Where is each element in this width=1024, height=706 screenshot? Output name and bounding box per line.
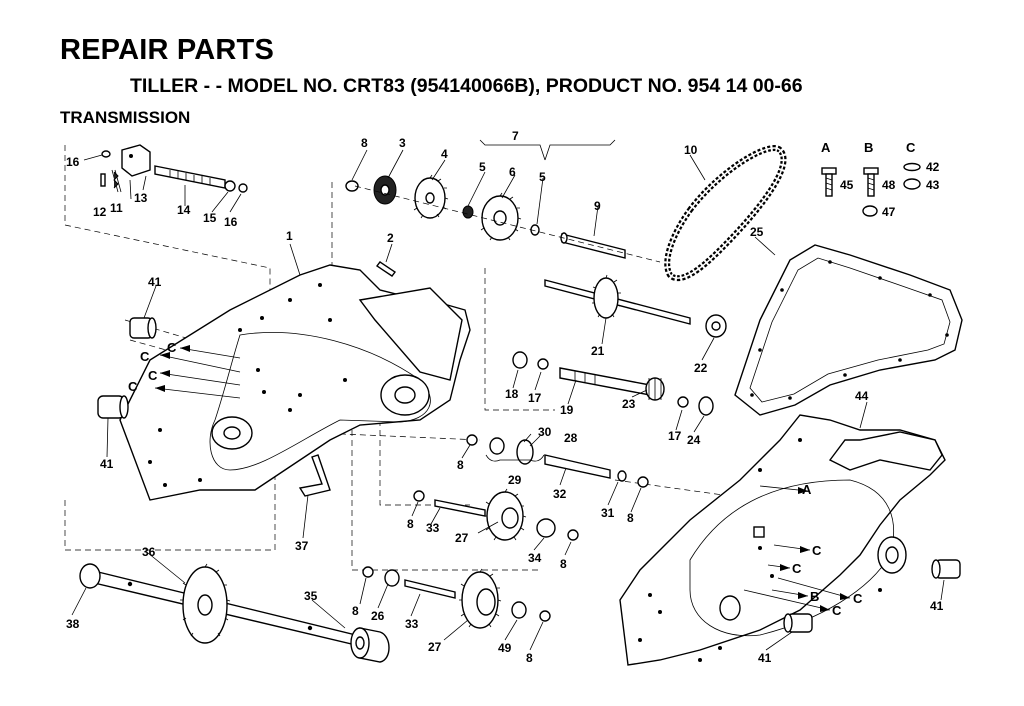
- shift-lever: [298, 454, 331, 497]
- callout-43: 43: [926, 178, 940, 192]
- callout-42: 42: [926, 160, 940, 174]
- callout-6: 6: [509, 165, 516, 179]
- callout-27b: 27: [428, 640, 442, 654]
- callout-12: 12: [93, 205, 107, 219]
- section-title: TRANSMISSION: [60, 108, 191, 127]
- callout-38: 38: [66, 617, 80, 631]
- callout-49: 49: [498, 641, 512, 655]
- callout-21: 21: [591, 344, 605, 358]
- arrow-label-c2: C: [140, 349, 150, 364]
- callout-18: 18: [505, 387, 519, 401]
- callout-7: 7: [512, 129, 519, 143]
- mid-shaft-group: [512, 274, 727, 416]
- lower-gear-group: [362, 434, 649, 629]
- callout-10: 10: [684, 143, 698, 157]
- callout-37: 37: [295, 539, 309, 553]
- callout-35: 35: [304, 589, 318, 603]
- callout-14: 14: [177, 203, 191, 217]
- callout-17a: 17: [528, 391, 542, 405]
- callout-8a: 8: [361, 136, 368, 150]
- arrows: [154, 345, 851, 612]
- callout-2: 2: [387, 231, 394, 245]
- callout-5a: 5: [479, 160, 486, 174]
- callout-8e: 8: [560, 557, 567, 571]
- right-housing-half: [619, 414, 946, 666]
- callout-labels: 16 13 12 11 14 15 16 1 2 8 3 4 5 6 5 7 9…: [66, 129, 944, 665]
- callout-44: 44: [855, 389, 869, 403]
- arrow-label-c3: C: [148, 368, 158, 383]
- letter-a: A: [821, 140, 831, 155]
- callout-23: 23: [622, 397, 636, 411]
- callout-8c: 8: [627, 511, 634, 525]
- callout-9: 9: [594, 199, 601, 213]
- callout-8b: 8: [457, 458, 464, 472]
- callout-25: 25: [750, 225, 764, 239]
- callout-26: 26: [371, 609, 385, 623]
- callout-27a: 27: [455, 531, 469, 545]
- callout-29: 29: [508, 473, 522, 487]
- arrow-label-c1: C: [167, 340, 177, 355]
- callout-41d: 41: [758, 651, 772, 665]
- callout-19: 19: [560, 403, 574, 417]
- callout-13: 13: [134, 191, 148, 205]
- output-shaft: [79, 563, 390, 663]
- arrow-label-c8: C: [832, 603, 842, 618]
- callout-31: 31: [601, 506, 615, 520]
- callout-41b: 41: [100, 457, 114, 471]
- callout-11: 11: [110, 201, 123, 215]
- callout-15: 15: [203, 211, 217, 225]
- left-housing-half: [119, 264, 471, 501]
- callout-45: 45: [840, 178, 854, 192]
- callout-17b: 17: [668, 429, 682, 443]
- callout-32: 32: [553, 487, 567, 501]
- callout-16a: 16: [66, 155, 80, 169]
- callout-28: 28: [564, 431, 578, 445]
- upper-gear-train: [345, 174, 661, 277]
- arrow-label-c6: C: [792, 561, 802, 576]
- right-bushings: [783, 559, 961, 633]
- callout-3: 3: [399, 136, 406, 150]
- drive-chain: [664, 145, 787, 282]
- letter-b: B: [864, 140, 873, 155]
- arrow-label-c5: C: [812, 543, 822, 558]
- hardware-set: [821, 162, 921, 217]
- arrow-label-c4: C: [128, 379, 138, 394]
- callout-48: 48: [882, 178, 896, 192]
- callout-30: 30: [538, 425, 552, 439]
- arrow-label-b: B: [810, 589, 819, 604]
- callout-4: 4: [441, 147, 448, 161]
- callout-5b: 5: [539, 170, 546, 184]
- callout-22: 22: [694, 361, 708, 375]
- callout-8g: 8: [526, 651, 533, 665]
- callout-8f: 8: [352, 604, 359, 618]
- arrow-label-a: A: [802, 482, 812, 497]
- callout-47: 47: [882, 205, 896, 219]
- adjuster-assembly: [100, 144, 248, 193]
- callout-33b: 33: [405, 617, 419, 631]
- callout-24: 24: [687, 433, 701, 447]
- callout-8d: 8: [407, 517, 414, 531]
- page-subtitle: TILLER - - MODEL NO. CRT83 (954140066B),…: [130, 75, 803, 97]
- callout-36: 36: [142, 545, 156, 559]
- callout-34: 34: [528, 551, 542, 565]
- callout-33a: 33: [426, 521, 440, 535]
- leader-lines: [71, 139, 945, 651]
- callout-41a: 41: [148, 275, 162, 289]
- page-title: REPAIR PARTS: [60, 34, 275, 66]
- callout-1: 1: [286, 229, 293, 243]
- callout-16b: 16: [224, 215, 238, 229]
- callout-41c: 41: [930, 599, 944, 613]
- left-bushings: [97, 317, 157, 419]
- letter-c: C: [906, 140, 916, 155]
- gasket: [734, 244, 963, 416]
- arrow-label-c7: C: [853, 591, 863, 606]
